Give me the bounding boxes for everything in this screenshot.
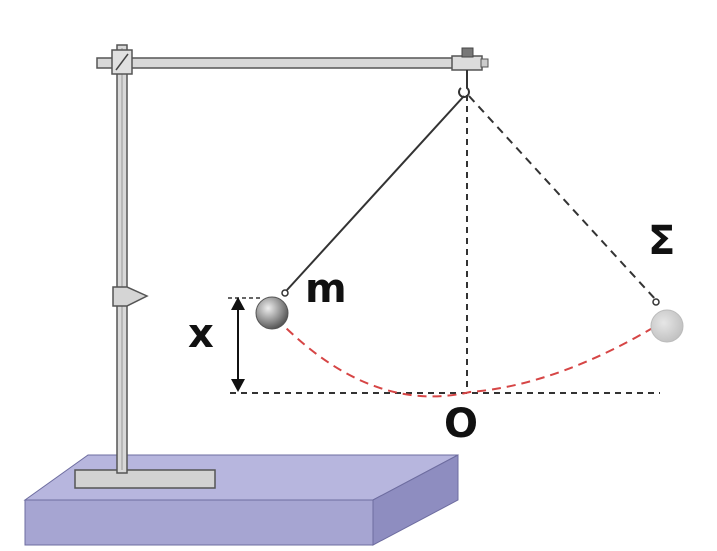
trajectory-arc	[275, 317, 667, 398]
origin-label: O	[444, 401, 478, 447]
clamp-knob	[112, 286, 149, 307]
mass-hook	[281, 289, 289, 297]
sigma-hook	[652, 298, 660, 306]
height-label: x	[188, 311, 214, 357]
base-side-face	[372, 454, 459, 546]
stand-rod	[116, 44, 128, 474]
mass-label: m	[305, 266, 347, 312]
height-marker	[228, 297, 262, 392]
sigma-label: Σ	[648, 218, 675, 264]
stand-foot	[74, 469, 216, 489]
pendulum-string	[286, 95, 465, 291]
base-front-face	[24, 499, 374, 546]
horizontal-arm	[96, 47, 489, 75]
sigma-ball	[650, 309, 684, 343]
mass-ball	[255, 296, 289, 330]
hook-icon	[458, 70, 470, 98]
dashed-string-sigma	[468, 95, 657, 301]
base-platform	[23, 454, 459, 546]
